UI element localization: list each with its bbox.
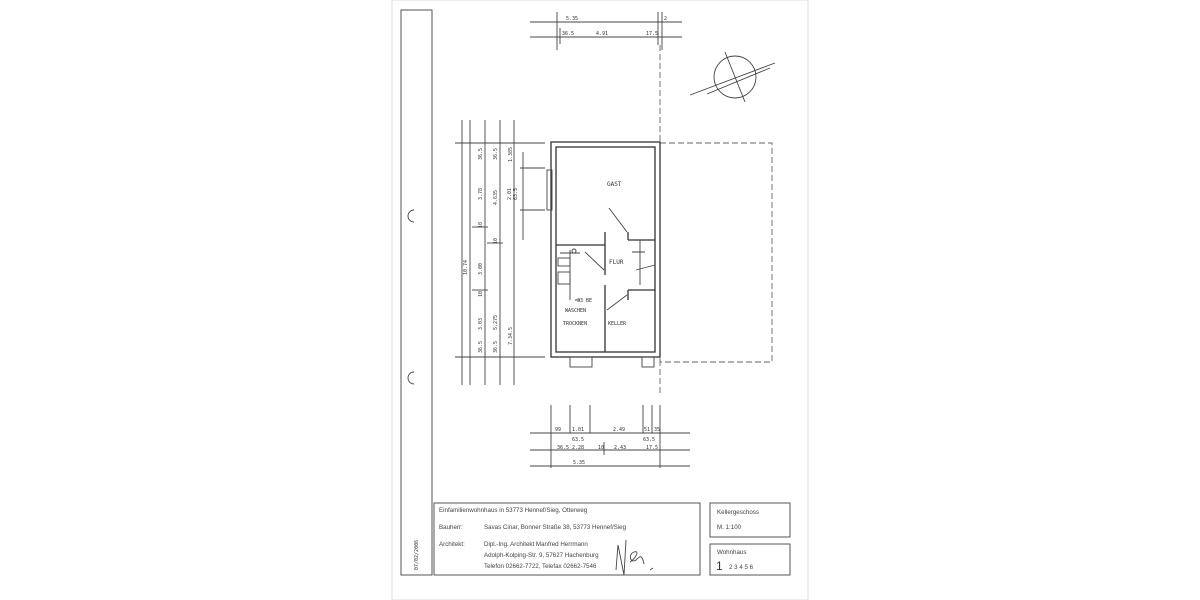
dim-bottom: 17.5 bbox=[646, 445, 658, 451]
house-others: 2 3 4 5 6 bbox=[729, 564, 754, 571]
room-label-waschen: WASCHEN bbox=[565, 308, 586, 314]
dim-bottom: 36.5 bbox=[557, 445, 569, 451]
door-swing bbox=[584, 251, 605, 271]
architect-label: Architekt: bbox=[439, 541, 465, 548]
architect-line: Adolph-Kolping-Str. 9, 57627 Hachenburg bbox=[484, 552, 599, 559]
house-selected: 1 bbox=[716, 559, 723, 573]
dim-left: 10 bbox=[493, 238, 499, 244]
scale: M. 1:100 bbox=[717, 524, 742, 531]
fixture-label: 33 BE bbox=[577, 298, 592, 304]
dim-left: 36.5 bbox=[493, 148, 499, 160]
dim-left: 5.275 bbox=[493, 315, 499, 330]
left-dimensions: 10.74 36.5 3.78 10 3.00 10 3.03 36.5 36.… bbox=[455, 120, 545, 385]
dim-bottom: 63.5 bbox=[643, 437, 655, 443]
dim-left: 63.5 bbox=[513, 188, 519, 200]
project-title: Einfamilienwohnhaus in 53773 Hennef/Sieg… bbox=[439, 507, 588, 514]
dim-bottom: 1.01 bbox=[572, 427, 584, 433]
dim-bottom: 51 bbox=[644, 427, 650, 433]
dim-left: 4.635 bbox=[493, 190, 499, 205]
dim-bottom: 2.43 bbox=[614, 445, 626, 451]
owner-value: Savas Cinar, Bonner Straße 38, 53773 Hen… bbox=[484, 524, 627, 531]
floor-plan: GAST FLUR 33 BE WASCHEN TROCKNEN KELLER bbox=[546, 45, 773, 395]
house-box: Wohnhaus 1 2 3 4 5 6 bbox=[709, 543, 791, 576]
house-label: Wohnhaus bbox=[717, 549, 746, 556]
bottom-dimensions: 99 1.01 2.49 51 35 63.5 63.5 36.5 2.28 1… bbox=[530, 405, 690, 468]
dim-bottom: 35 bbox=[654, 427, 660, 433]
north-arrow-icon bbox=[689, 51, 776, 103]
date-stamp: 07/02/2006 bbox=[414, 540, 420, 570]
stairs bbox=[632, 240, 656, 285]
dim-left: 1.385 bbox=[508, 147, 514, 162]
dim-left: 7.34.5 bbox=[508, 327, 514, 345]
dim-left: 2.01 bbox=[507, 188, 513, 200]
room-label-keller: KELLER bbox=[608, 321, 627, 327]
dim-bottom: 10 bbox=[598, 445, 604, 451]
dim-bottom: 63.5 bbox=[572, 437, 584, 443]
door-swing bbox=[608, 207, 628, 233]
architect-line: Dipl.-Ing. Architekt Manfred Herrmann bbox=[484, 541, 588, 548]
punch-hole bbox=[407, 209, 415, 223]
title-block: Einfamilienwohnhaus in 53773 Hennef/Sieg… bbox=[433, 502, 701, 576]
dim-top-small: 2 bbox=[664, 16, 667, 22]
owner-label: Bauherr: bbox=[439, 524, 463, 531]
dim-bottom: 2.49 bbox=[613, 427, 625, 433]
exterior-wall bbox=[550, 141, 661, 358]
room-label-trocknen: TROCKNEN bbox=[563, 321, 587, 327]
dim-left: 10 bbox=[478, 291, 484, 297]
punch-hole bbox=[407, 371, 415, 385]
margin-strip: 07/02/2006 bbox=[400, 9, 433, 576]
window bbox=[641, 356, 655, 368]
signature bbox=[615, 539, 654, 576]
dim-left: 10 bbox=[478, 222, 484, 228]
dim-top-inner: 4.91 bbox=[596, 31, 608, 37]
window bbox=[569, 356, 593, 368]
dim-top-wall-right: 17.5 bbox=[646, 31, 658, 37]
dim-left: 36.5 bbox=[478, 341, 484, 353]
dim-top-overall: 5.35 bbox=[566, 16, 578, 22]
room-label-gast: GAST bbox=[607, 181, 622, 188]
paper bbox=[391, 0, 809, 600]
dim-top-wall-left: 36.5 bbox=[562, 31, 574, 37]
level-box: Kellergeschoss M. 1:100 bbox=[709, 502, 791, 538]
dim-left-total: 10.74 bbox=[463, 260, 469, 275]
dim-bottom-overall: 5.35 bbox=[573, 460, 585, 466]
door-swing bbox=[606, 294, 628, 311]
dim-left: 3.00 bbox=[478, 263, 484, 275]
dim-left: 36.5 bbox=[493, 341, 499, 353]
architect-line: Telefon 02662-7722, Telefax 02662-7546 bbox=[484, 563, 597, 570]
room-label-flur: FLUR bbox=[609, 259, 624, 266]
top-dimensions: 5.35 2 36.5 4.91 17.5 bbox=[530, 12, 682, 50]
window bbox=[546, 169, 553, 211]
dim-left: 36.5 bbox=[478, 148, 484, 160]
dim-left: 3.78 bbox=[478, 188, 484, 200]
level-name: Kellergeschoss bbox=[717, 509, 759, 516]
dim-bottom: 2.28 bbox=[572, 445, 584, 451]
dim-bottom: 99 bbox=[555, 427, 561, 433]
dim-left: 3.03 bbox=[478, 318, 484, 330]
